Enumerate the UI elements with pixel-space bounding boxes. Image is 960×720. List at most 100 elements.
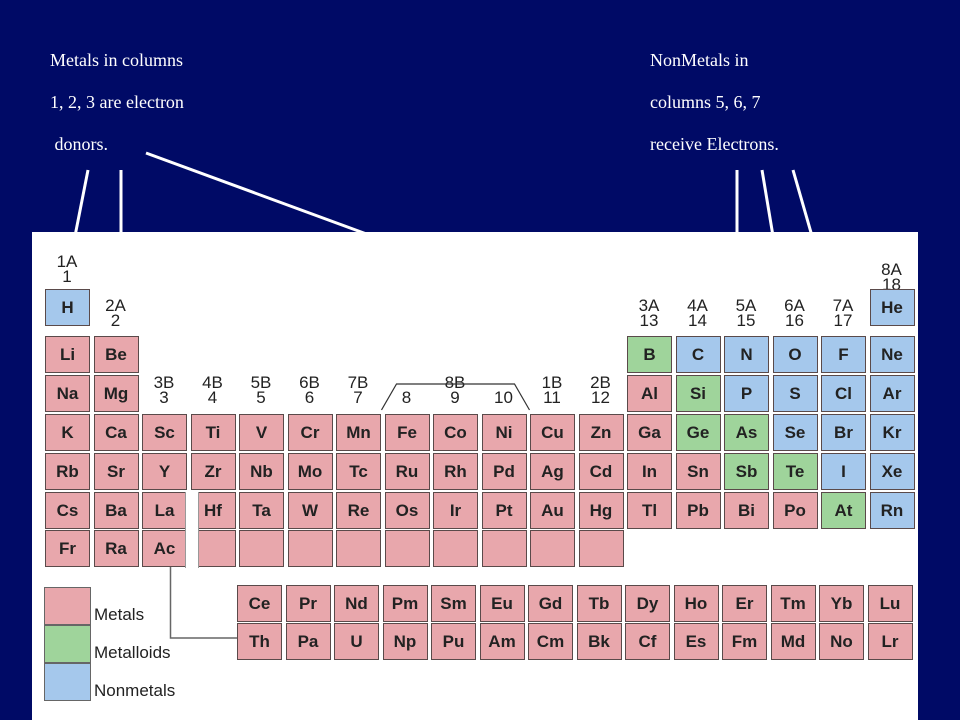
element-sb: Sb — [724, 453, 769, 490]
group-header-label-7: 7B — [347, 373, 369, 392]
element-hg: Hg — [578, 492, 624, 529]
element-zr: Zr — [190, 453, 236, 490]
element-bi: Bi — [724, 492, 769, 529]
group-header-number-16: 16 — [785, 311, 804, 330]
element-lu: Lu — [867, 585, 913, 622]
legend-label-metal: Metals — [94, 605, 145, 624]
element-ca: Ca — [93, 414, 139, 451]
element-si: Si — [675, 375, 721, 412]
metals-caption-line-3: donors. — [50, 134, 109, 154]
group-header-10: 10 — [481, 375, 527, 407]
nonmetals-caption-line-1: NonMetals in — [650, 50, 749, 70]
element-xe: Xe — [869, 453, 915, 490]
element-c: C — [675, 336, 721, 373]
element-fm: Fm — [722, 623, 767, 660]
element-pm: Pm — [382, 585, 428, 622]
element-ni: Ni — [481, 414, 527, 451]
element-p: P — [724, 375, 769, 412]
element-fr: Fr — [45, 530, 90, 567]
element-tm: Tm — [770, 585, 816, 622]
element-po: Po — [772, 492, 818, 529]
element-empty — [384, 530, 430, 567]
group-header-label-16: 6A — [784, 296, 805, 315]
legend-label-metalloid: Metalloids — [94, 643, 171, 662]
group-header-label-18: 8A — [881, 260, 902, 279]
element-gd: Gd — [528, 585, 573, 622]
group-header-label-2: 2A — [105, 296, 126, 315]
element-empty — [239, 530, 284, 567]
metals-caption: Metals in columns 1, 2, 3 are electron d… — [50, 50, 184, 176]
group-header-number-5: 5 — [256, 388, 266, 407]
element-ce: Ce — [237, 585, 282, 622]
element-al: Al — [627, 375, 672, 412]
element-ge: Ge — [675, 414, 721, 451]
element-rn: Rn — [869, 492, 915, 529]
group-header-label-5: 5B — [250, 373, 272, 392]
element-cs: Cs — [45, 492, 90, 529]
element-w: W — [287, 492, 333, 529]
element-os: Os — [384, 492, 430, 529]
element-cu: Cu — [530, 414, 575, 451]
element-empty — [433, 530, 478, 567]
group-header-label-9: 8B — [444, 373, 466, 392]
element-ir: Ir — [433, 492, 478, 529]
group-header-label-4: 4B — [202, 373, 223, 392]
metals-caption-line-1: Metals in columns — [50, 50, 183, 70]
element-cl: Cl — [821, 375, 866, 412]
f-block-gap-bar — [184, 492, 199, 568]
group-header-number-3: 3 — [159, 388, 169, 407]
pointer-line-group-1 — [73, 169, 90, 237]
element-pu: Pu — [431, 623, 476, 660]
element-cr: Cr — [287, 414, 333, 451]
group-header-number-18: 18 — [882, 275, 901, 294]
element-rb: Rb — [45, 453, 90, 490]
element-sn: Sn — [675, 453, 721, 490]
metals-caption-line-2: 1, 2, 3 are electron — [50, 92, 184, 112]
element-md: Md — [770, 623, 816, 660]
group-header-number-17: 17 — [833, 311, 853, 330]
element-th: Th — [237, 623, 282, 660]
element-rh: Rh — [433, 453, 478, 490]
element-la: La — [142, 492, 187, 529]
element-y: Y — [142, 453, 187, 490]
group-header-label-13: 3A — [638, 296, 660, 315]
nonmetals-caption-line-3: receive Electrons. — [650, 134, 779, 154]
element-zn: Zn — [578, 414, 624, 451]
element-er: Er — [722, 585, 767, 622]
group-8b-bracket-line — [380, 383, 531, 411]
group-header-number-2: 2 — [110, 311, 121, 330]
element-co: Co — [433, 414, 478, 451]
element-h: H — [45, 289, 90, 326]
element-mo: Mo — [287, 453, 333, 490]
element-mg: Mg — [93, 375, 139, 412]
group-header-number-10: 10 — [494, 388, 513, 407]
element-sc: Sc — [142, 414, 187, 451]
group-header-number-9: 9 — [450, 388, 460, 407]
element-v: V — [239, 414, 284, 451]
element-u: U — [334, 623, 379, 660]
element-empty — [481, 530, 527, 567]
group-header-number-6: 6 — [304, 388, 315, 407]
element-yb: Yb — [819, 585, 864, 622]
element-ho: Ho — [673, 585, 719, 622]
legend-swatch-metal — [44, 587, 91, 625]
element-ti: Ti — [190, 414, 236, 451]
element-cd: Cd — [578, 453, 624, 490]
element-kr: Kr — [869, 414, 915, 451]
f-block-connector — [169, 562, 237, 639]
element-n: N — [724, 336, 769, 373]
element-pb: Pb — [675, 492, 721, 529]
element-empty — [530, 530, 575, 567]
